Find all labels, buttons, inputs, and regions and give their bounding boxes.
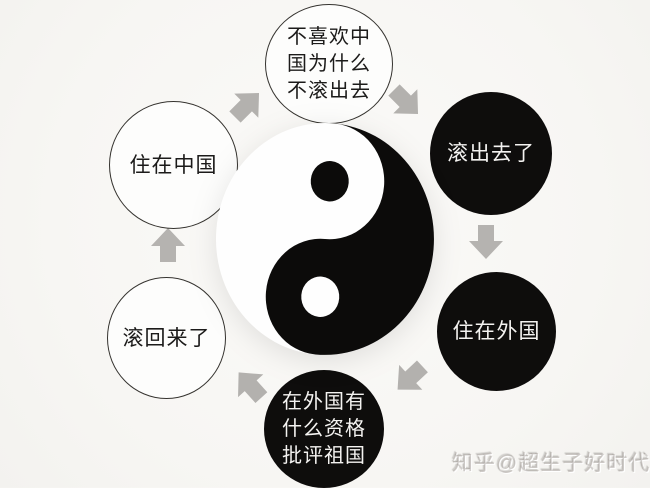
node-bottom: 在外国有 什么资格 批评祖国 [264, 370, 384, 488]
block-arrow-se-icon [388, 84, 419, 115]
block-arrow-nw-icon [238, 372, 268, 403]
block-arrow-up-icon [151, 228, 185, 262]
node-right-top: 滚出去了 [430, 92, 552, 215]
arrow-left-bottom-to-left-top [138, 215, 198, 275]
node-top-line-3: 不滚出去 [287, 79, 371, 102]
node-left-bottom: 滚回来了 [107, 277, 226, 399]
arrow-left-top-to-top [217, 75, 277, 135]
block-arrow-down-icon [469, 225, 503, 259]
node-top: 不喜欢中 国为什么 不滚出去 [265, 4, 393, 124]
node-bottom-line-2: 什么资格 [282, 417, 366, 440]
block-arrow-ne-icon [229, 92, 260, 123]
node-right-bottom-label: 住在外国 [452, 320, 541, 343]
block-arrow-sw-icon [397, 360, 428, 390]
node-right-top-label: 滚出去了 [447, 142, 535, 165]
yin-yang-symbol [215, 122, 435, 356]
node-right-bottom: 住在外国 [437, 272, 556, 391]
yin-yang-black-dot [310, 161, 349, 202]
node-top-line-2: 国为什么 [287, 52, 371, 75]
node-top-line-1: 不喜欢中 [287, 25, 371, 48]
arrow-bottom-to-left-bottom [220, 355, 280, 415]
taijitu-icon [216, 123, 434, 355]
node-left-bottom-label: 滚回来了 [122, 326, 211, 350]
node-left-top-label: 住在中国 [129, 153, 218, 177]
arrow-top-to-right-top [376, 72, 436, 132]
arrow-right-bottom-to-bottom [380, 348, 440, 408]
watermark: 知乎@超生子好时代 [452, 452, 650, 475]
yin-yang-white-dot [301, 276, 340, 317]
node-bottom-line-3: 批评祖国 [282, 444, 366, 467]
node-bottom-line-1: 在外国有 [282, 390, 366, 413]
node-left-top: 住在中国 [109, 101, 238, 229]
arrow-right-top-to-right-bottom [456, 212, 516, 272]
